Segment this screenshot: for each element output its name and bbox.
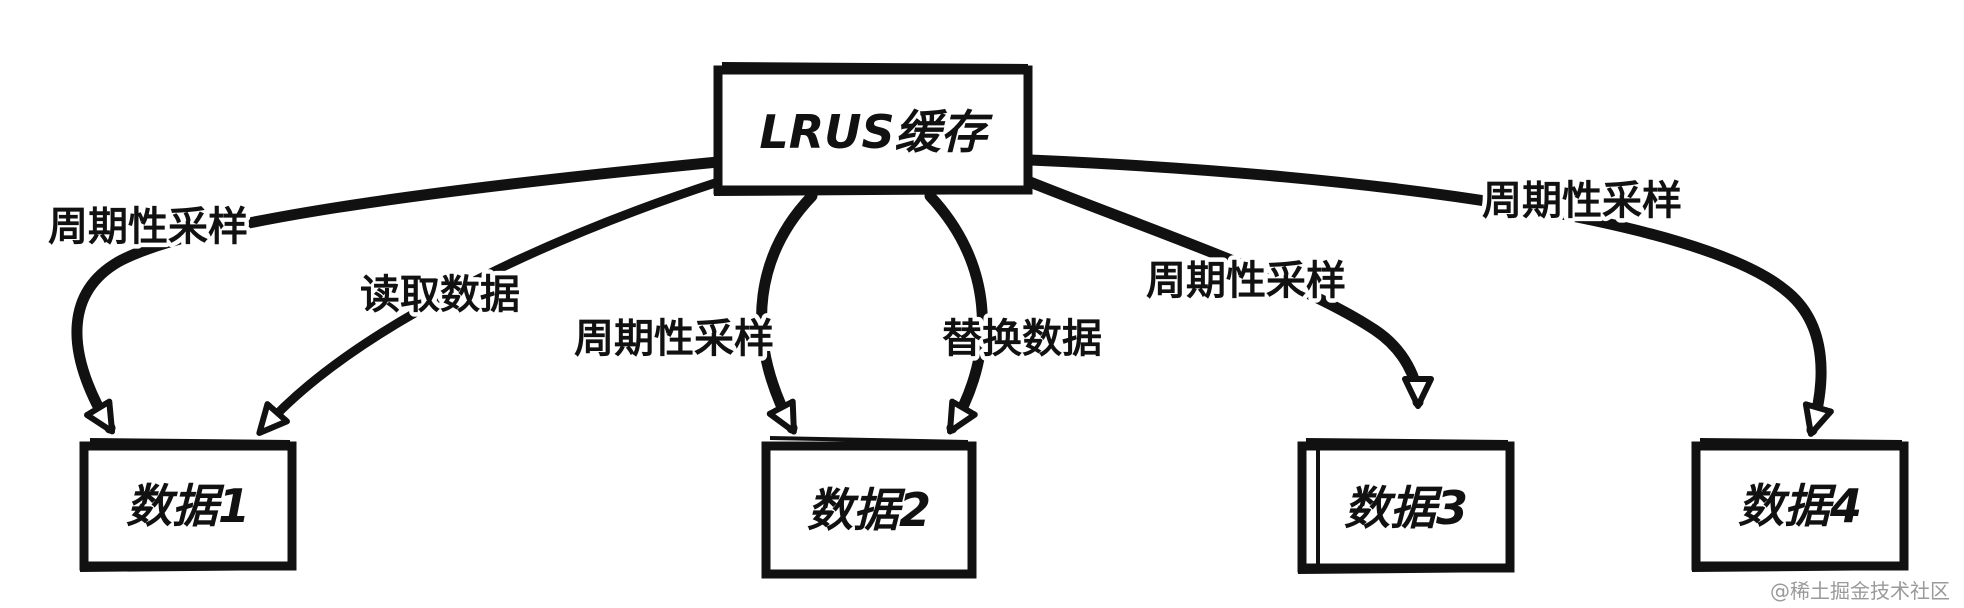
edge-label-sample-far-right: 周期性采样: [1482, 178, 1682, 224]
watermark: @稀土掘金技术社区: [1770, 579, 1950, 603]
edges: [71, 154, 1834, 437]
edge-label-sample-left: 周期性采样: [48, 204, 248, 250]
node-data2: 数据2: [761, 436, 977, 579]
edge-sample-to-data3: [1024, 176, 1434, 409]
node-data3-label: 数据3: [1344, 481, 1468, 535]
node-cache-box: [713, 65, 1033, 195]
edge-label-replace: 替换数据: [942, 316, 1102, 362]
edge-read-to-data1: [256, 177, 723, 437]
node-data2-box: [761, 441, 977, 579]
node-data3-box: [1297, 441, 1515, 573]
node-cache-label: LRUS缓存: [759, 105, 993, 159]
node-data1: 数据1: [79, 438, 297, 572]
edge-label-sample-right: 周期性采样: [1146, 258, 1346, 304]
edge-label-sample-mid: 周期性采样: [574, 316, 774, 362]
node-data4-label: 数据4: [1738, 479, 1862, 533]
edge-labels: 周期性采样 读取数据 周期性采样 替换数据 周期性采样 周期性采样: [44, 174, 1687, 367]
node-data1-box: [79, 441, 297, 571]
node-data4-box: [1691, 441, 1909, 571]
node-cache: LRUS缓存: [713, 62, 1033, 196]
edge-replace-to-data2: [924, 190, 988, 435]
node-data1-label: 数据1: [126, 479, 250, 533]
node-data3: 数据3: [1297, 438, 1515, 574]
node-data4: 数据4: [1691, 438, 1909, 572]
edge-sample-to-data2: [756, 190, 818, 435]
edge-sample-to-data1: [71, 156, 724, 435]
edge-label-read: 读取数据: [360, 272, 520, 318]
edge-sample-to-data4: [1024, 154, 1834, 437]
node-data2-label: 数据2: [807, 483, 931, 537]
